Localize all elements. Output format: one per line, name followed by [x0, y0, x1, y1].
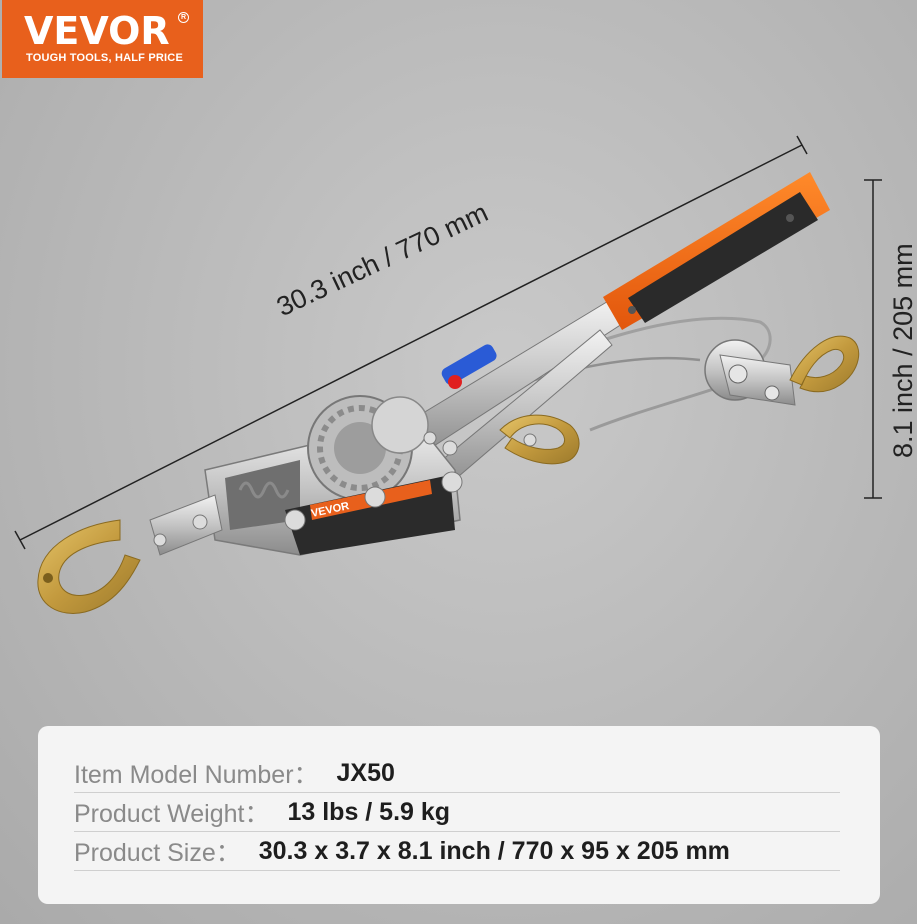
vevor-logo: VEVOR R TOUGH TOOLS, HALF PRICE: [2, 0, 203, 78]
spec-panel: Item Model Number： JX50 Product Weight： …: [38, 726, 880, 904]
spec-row-size: Product Size： 30.3 x 3.7 x 8.1 inch / 77…: [74, 832, 840, 871]
length-dimension-line: [14, 135, 808, 550]
height-dimension-line: [864, 179, 882, 499]
spec-value-size: 30.3 x 3.7 x 8.1 inch / 770 x 95 x 205 m…: [258, 836, 730, 865]
pulley-block: [704, 339, 796, 406]
spec-value-weight: 13 lbs / 5.9 kg: [287, 797, 451, 826]
spec-row-weight: Product Weight： 13 lbs / 5.9 kg: [74, 793, 840, 832]
spec-label-size: Product Size：: [74, 839, 241, 867]
logo-tagline: TOUGH TOOLS, HALF PRICE: [26, 52, 183, 64]
height-dimension-label: 8.1 inch / 205 mm: [888, 243, 917, 458]
logo-brand-text: VEVOR: [24, 9, 170, 53]
spring: [238, 481, 290, 499]
handle: [603, 172, 830, 330]
spec-label-model: Item Model Number：: [74, 761, 319, 789]
registered-mark: R: [178, 12, 189, 23]
right-hook: [789, 335, 860, 393]
left-hook: [37, 494, 223, 614]
middle-hook: [499, 414, 580, 465]
release-lever: [441, 344, 497, 389]
spec-value-model: JX50: [336, 758, 395, 787]
spec-row-model: Item Model Number： JX50: [74, 754, 840, 793]
spec-label-weight: Product Weight：: [74, 800, 270, 828]
winch-body: VEVOR: [204, 395, 463, 556]
